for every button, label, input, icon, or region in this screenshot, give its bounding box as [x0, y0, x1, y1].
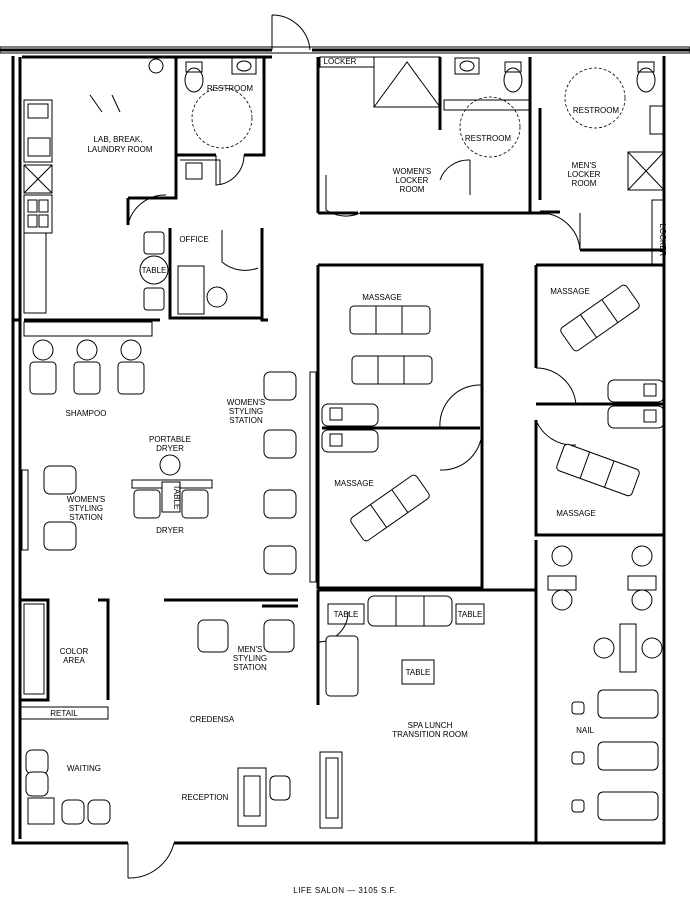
label-spa-table-center: TABLE	[406, 668, 431, 677]
label-lab-break-laundry-1: LAB, BREAK,	[94, 135, 143, 144]
label-massage-2: MASSAGE	[550, 287, 590, 296]
label-mens-locker-1: MEN'S	[572, 161, 597, 170]
label-locker-top: LOCKER	[324, 57, 357, 66]
label-mens-styling-3: STATION	[233, 663, 267, 672]
label-credensa: CREDENSA	[190, 715, 235, 724]
label-lab-break-laundry-2: LAUNDRY ROOM	[87, 145, 152, 154]
room-labels: LAB, BREAK, LAUNDRY ROOM RESTROOM OFFICE…	[50, 57, 667, 802]
label-restroom-staff: RESTROOM	[207, 84, 254, 93]
label-womens-styling-left-1: WOMEN'S	[67, 495, 105, 504]
label-locker-side: LOCKER	[658, 224, 667, 257]
label-dryer-table: TABLE	[172, 485, 181, 510]
label-shampoo: SHAMPOO	[66, 409, 107, 418]
label-womens-locker-3: ROOM	[400, 185, 425, 194]
label-mens-locker-3: ROOM	[572, 179, 597, 188]
label-womens-locker-2: LOCKER	[396, 176, 429, 185]
label-color-area-1: COLOR	[60, 647, 89, 656]
label-massage-1: MASSAGE	[362, 293, 402, 302]
label-spa-lunch-2: TRANSITION ROOM	[392, 730, 468, 739]
label-office: OFFICE	[179, 235, 208, 244]
fixtures	[21, 56, 665, 829]
label-portable-dryer-1: PORTABLE	[149, 435, 191, 444]
label-womens-styling-left-2: STYLING	[69, 504, 103, 513]
label-womens-styling-left-3: STATION	[69, 513, 103, 522]
label-waiting: WAITING	[67, 764, 101, 773]
label-spa-table-right: TABLE	[458, 610, 483, 619]
label-restroom-womens: RESTROOM	[465, 134, 512, 143]
label-womens-locker-1: WOMEN'S	[393, 167, 431, 176]
label-portable-dryer-2: DRYER	[156, 444, 184, 453]
label-restroom-mens: RESTROOM	[573, 106, 620, 115]
door-swings	[127, 154, 581, 643]
label-nail: NAIL	[576, 726, 594, 735]
plan-title: LIFE SALON — 3105 S.F.	[293, 886, 396, 895]
label-office-table: TABLE	[142, 266, 167, 275]
label-spa-table-left: TABLE	[334, 610, 359, 619]
label-retail: RETAIL	[50, 709, 78, 718]
label-womens-styling-center-2: STYLING	[229, 407, 263, 416]
label-mens-locker-2: LOCKER	[568, 170, 601, 179]
exterior-walls	[0, 46, 690, 845]
table-labels: TABLE TABLE TABLE TABLE TABLE	[142, 266, 485, 685]
label-spa-lunch-1: SPA LUNCH	[408, 721, 453, 730]
label-reception: RECEPTION	[182, 793, 229, 802]
label-massage-4: MASSAGE	[556, 509, 596, 518]
label-mens-styling-2: STYLING	[233, 654, 267, 663]
label-dryer: DRYER	[156, 526, 184, 535]
label-color-area-2: AREA	[63, 656, 85, 665]
entrance-door-top	[271, 14, 311, 51]
label-womens-styling-center-1: WOMEN'S	[227, 398, 265, 407]
label-massage-3: MASSAGE	[334, 479, 374, 488]
exit-door-bottom	[127, 842, 175, 879]
label-mens-styling-1: MEN'S	[238, 645, 263, 654]
label-womens-styling-center-3: STATION	[229, 416, 263, 425]
